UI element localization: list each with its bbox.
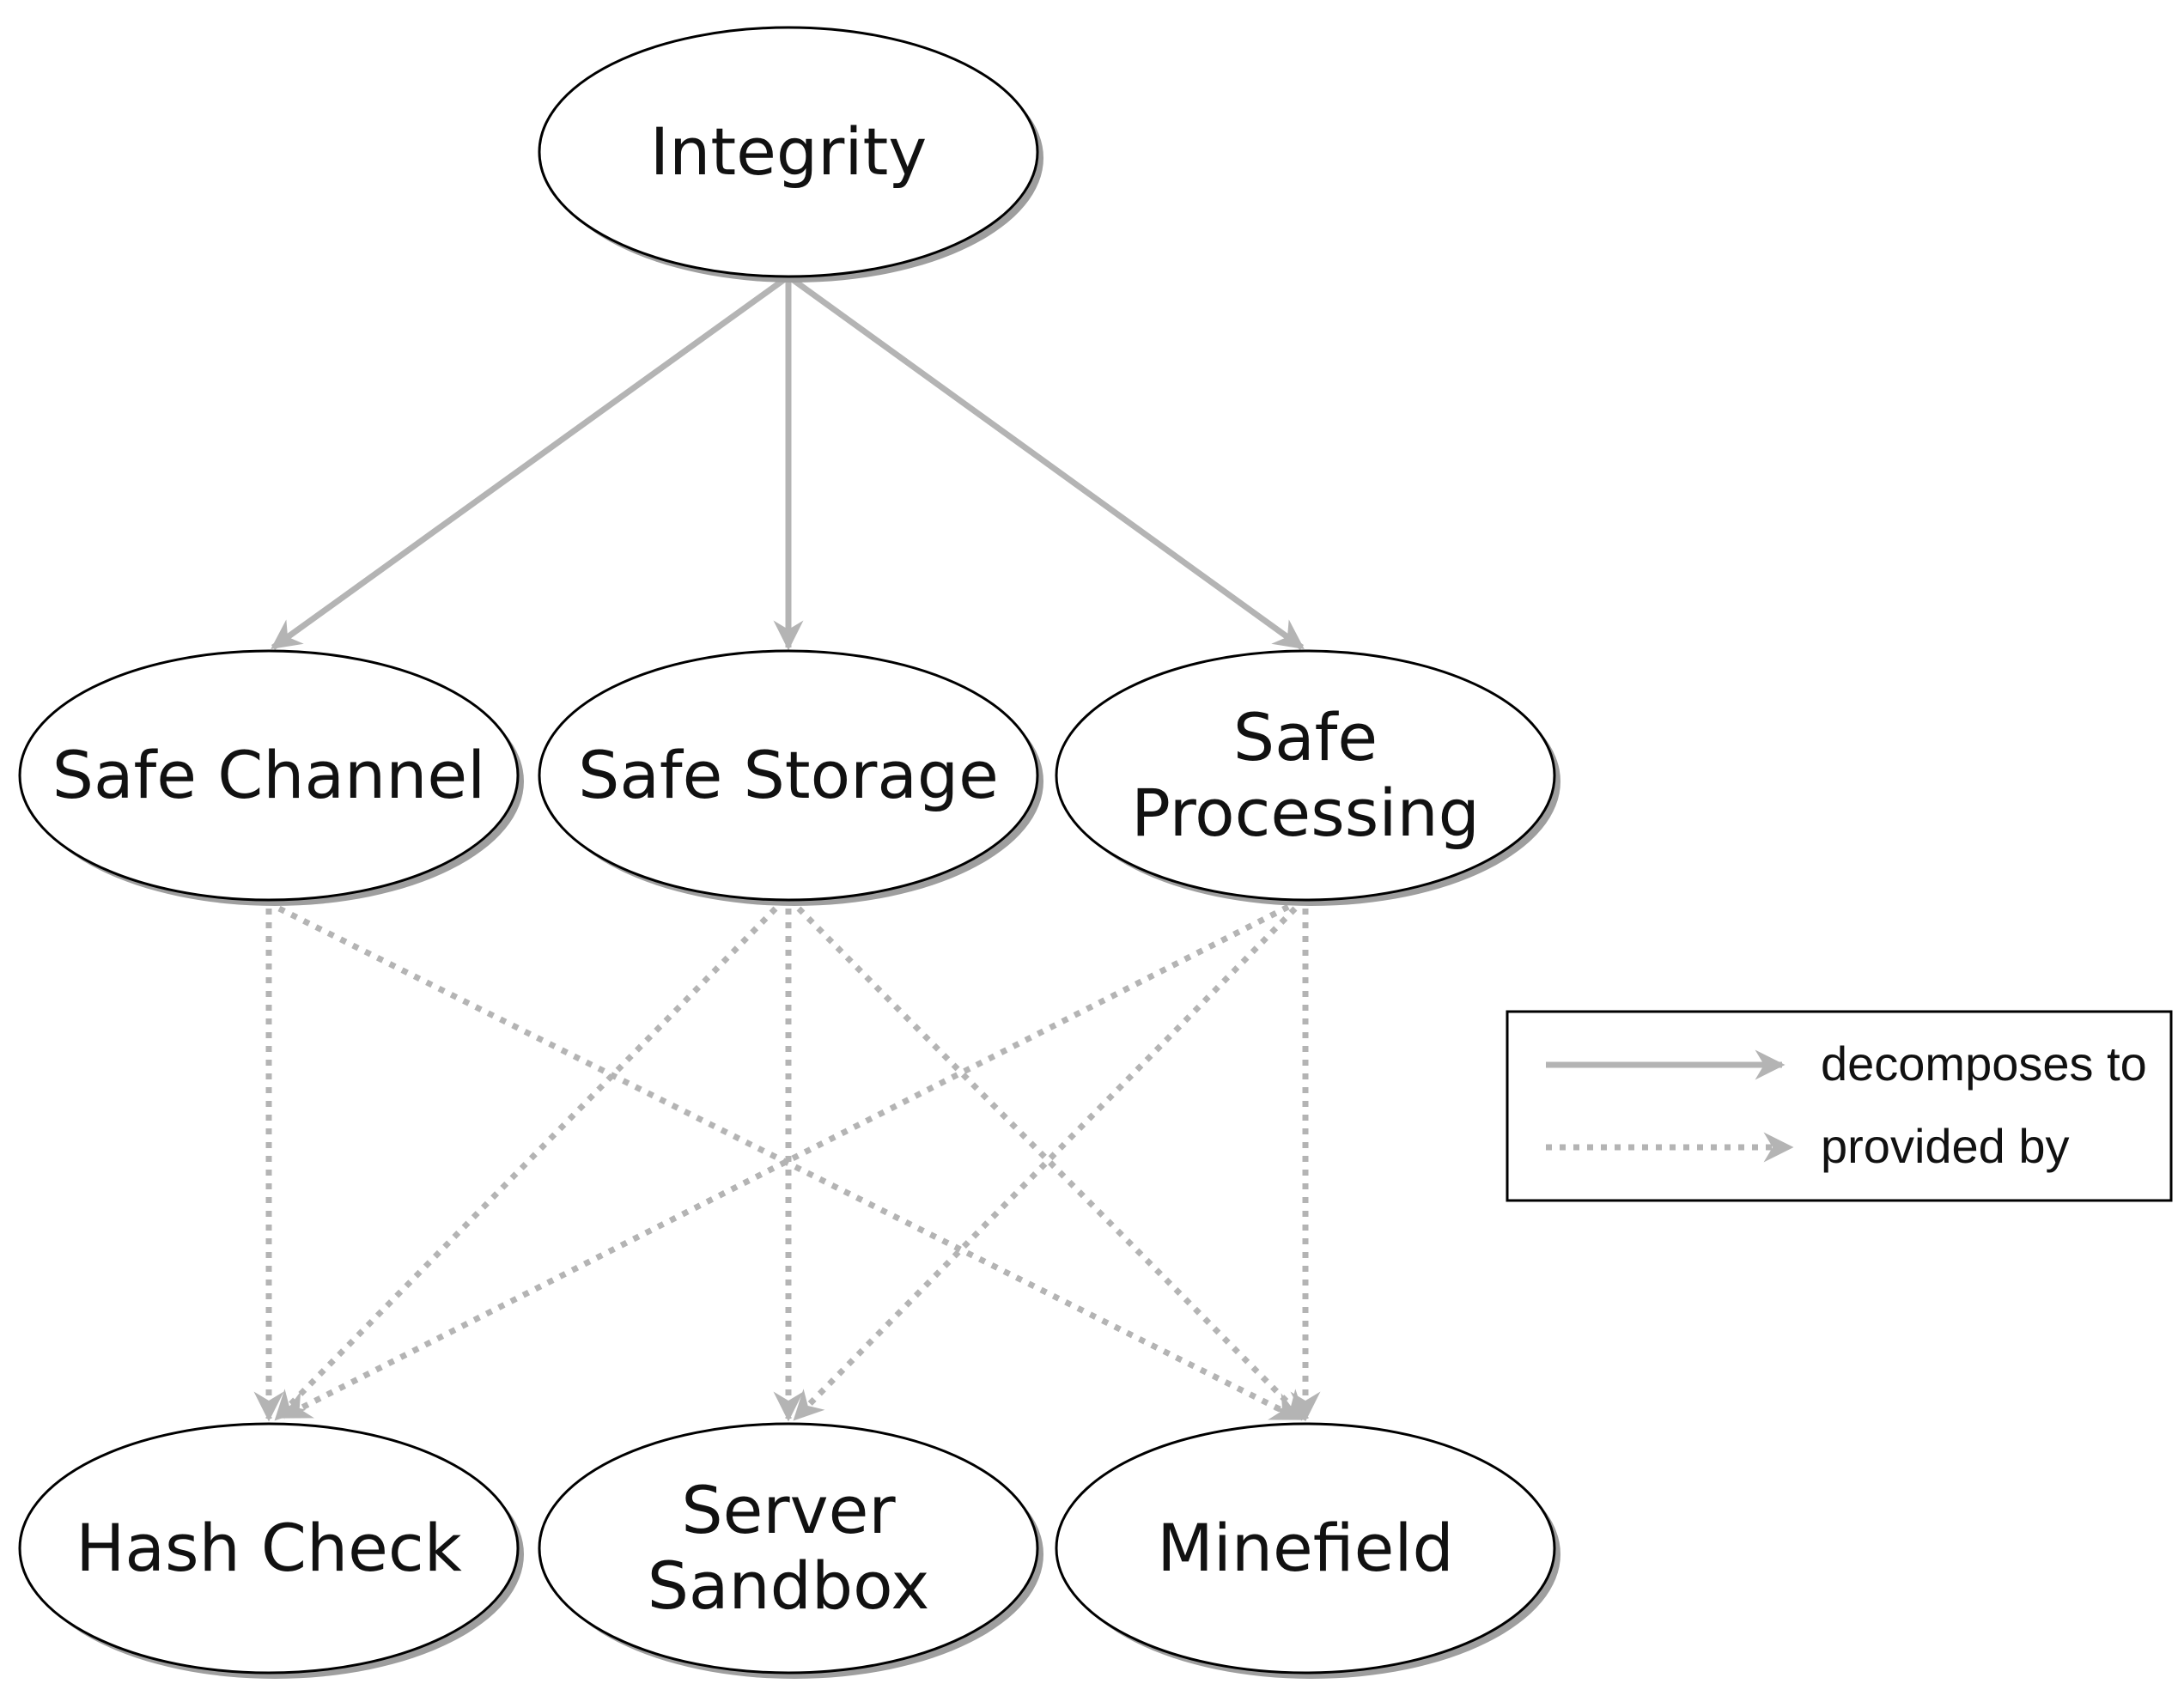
decomposes-edge-integrity-to-safe-channel — [271, 274, 791, 650]
node-minefield: Minefield — [1055, 1422, 1560, 1679]
provided-by-edge-safe-processing-to-server-sandbox — [793, 906, 1298, 1421]
node-integrity: Integrity — [538, 26, 1043, 283]
legend-decomposes-label: decomposes to — [1821, 1036, 2147, 1091]
node-ellipse — [18, 1422, 520, 1675]
node-ellipse — [1055, 649, 1556, 902]
node-label: Processing — [1131, 775, 1480, 851]
node-safe-storage: Safe Storage — [538, 649, 1043, 906]
node-ellipse — [538, 1422, 1039, 1675]
node-ellipse — [538, 26, 1039, 278]
node-label: Server — [681, 1472, 896, 1548]
legend-provided-label: provided by — [1821, 1119, 2070, 1173]
provided-by-edge-safe-channel-to-minefield — [277, 905, 1302, 1422]
provided-by-edge-safe-storage-to-hash-check — [274, 906, 778, 1421]
provided-by-edge-safe-processing-to-hash-check — [280, 903, 1290, 1420]
node-hash-check: Hash Check — [18, 1422, 524, 1679]
node-label: Sandbox — [648, 1547, 930, 1624]
decomposes-edge-integrity-to-safe-processing — [786, 274, 1305, 650]
node-label: Hash Check — [76, 1510, 461, 1586]
provided-by-edge-safe-storage-to-minefield — [796, 906, 1306, 1421]
node-ellipse — [538, 649, 1039, 902]
node-label: Safe Storage — [578, 737, 999, 813]
node-ellipse — [18, 649, 520, 902]
node-label: Safe — [1233, 699, 1378, 775]
node-label: Safe Channel — [52, 737, 486, 813]
node-label: Integrity — [650, 113, 928, 190]
node-label: Minefield — [1157, 1510, 1454, 1586]
node-safe-channel: Safe Channel — [18, 649, 524, 906]
node-ellipse — [1055, 1422, 1556, 1675]
legend: decomposes to provided by — [1506, 1010, 2173, 1202]
edges-layer — [253, 274, 1321, 1422]
legend-box — [1506, 1010, 2173, 1202]
